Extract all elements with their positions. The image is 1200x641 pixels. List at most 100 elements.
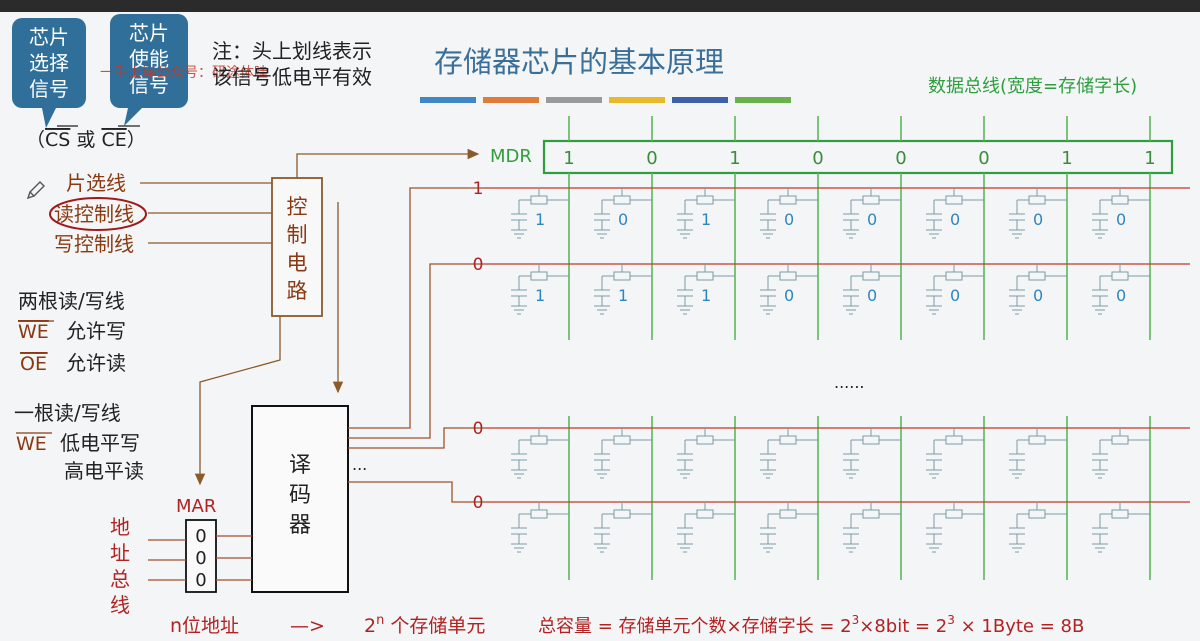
bubble-right-line1: 芯片	[129, 21, 169, 45]
control-circuit-char1: 控	[287, 195, 308, 219]
cell-bit: 1	[618, 286, 628, 305]
two-lines-heading: 两根读/写线	[18, 289, 125, 313]
memory-cell	[760, 502, 818, 553]
address-bus-char3: 总	[110, 567, 130, 591]
memory-cell	[926, 502, 984, 553]
control-circuit-char4: 路	[287, 279, 308, 303]
control-circuit-char2: 制	[287, 223, 308, 247]
decoder-char3: 器	[289, 513, 311, 538]
decoder-char2: 码	[289, 483, 311, 508]
mdr-bit: 1	[1061, 148, 1072, 169]
bubble-right-line2: 使能	[129, 47, 169, 71]
cs-signal: CS	[45, 129, 70, 151]
bubble-right-line3: 信号	[129, 73, 169, 97]
cell-bit: 1	[535, 210, 545, 229]
mar-register	[185, 519, 217, 593]
cell-bit: 0	[1116, 286, 1126, 305]
mar-bit-0: 0	[195, 526, 206, 547]
control-circuit-char3: 电	[287, 251, 308, 275]
we-high-read: 高电平读	[64, 459, 144, 483]
memory-cell: 0	[760, 264, 818, 315]
memory-cell	[1009, 502, 1067, 553]
memory-cell	[843, 502, 901, 553]
mdr-bit: 0	[895, 148, 906, 169]
cell-bit: 0	[950, 286, 960, 305]
word-line-value: 1	[473, 179, 484, 199]
oe-signal-label: OE	[20, 353, 47, 375]
word-line-value: 0	[473, 493, 484, 513]
mdr-bit: 0	[812, 148, 823, 169]
title-bar-segment	[546, 97, 602, 103]
memory-cell: 0	[926, 264, 984, 315]
cell-bit: 1	[535, 286, 545, 305]
chip-select-bubble: 芯片 选择 信号	[12, 18, 86, 128]
we-signal-label: WE	[18, 321, 49, 343]
memory-cell	[677, 502, 735, 553]
memory-cell: 1	[594, 264, 652, 315]
mdr-label: MDR	[490, 146, 532, 167]
decoder-output-dots: ...	[352, 455, 367, 474]
cell-bit: 0	[867, 210, 877, 229]
memory-cell	[511, 502, 569, 553]
memory-cell: 0	[926, 188, 984, 239]
mdr-bit: 1	[563, 148, 574, 169]
word-line-value: 0	[473, 255, 484, 275]
cell-bit: 0	[1033, 210, 1043, 229]
memory-cell	[677, 428, 735, 479]
memory-cell	[926, 428, 984, 479]
address-bus-char2: 址	[110, 541, 130, 565]
memory-cell	[1092, 502, 1150, 553]
memory-cell: 0	[1009, 188, 1067, 239]
one-line-heading: 一根读/写线	[14, 401, 121, 425]
memory-cell: 0	[760, 188, 818, 239]
ce-signal: CE	[101, 129, 126, 151]
memory-cell: 1	[677, 264, 735, 315]
memory-cell: 0	[1009, 264, 1067, 315]
mdr-bit: 1	[729, 148, 740, 169]
read-control-circle	[49, 197, 147, 231]
mar-bit-1: 0	[195, 548, 206, 569]
note-line1: 注：头上划线表示	[212, 39, 372, 63]
cell-bit: 0	[784, 210, 794, 229]
address-bus-char1: 地	[110, 515, 130, 539]
title-color-bar	[420, 97, 791, 103]
cell-bit: 0	[618, 210, 628, 229]
mdr-bit: 0	[646, 148, 657, 169]
memory-cell: 1	[511, 188, 569, 239]
page-title: 存储器芯片的基本原理	[434, 45, 724, 79]
memory-cell	[760, 428, 818, 479]
word-line-value: 0	[473, 419, 484, 439]
memory-cell	[1092, 428, 1150, 479]
bubble-left-line3: 信号	[29, 77, 69, 101]
memory-cell: 0	[843, 188, 901, 239]
memory-cell	[594, 428, 652, 479]
storage-units-count: 2n 个存储单元	[364, 613, 485, 637]
memory-cell	[594, 502, 652, 553]
we-low-write: 低电平写	[60, 431, 140, 455]
top-dark-bar	[0, 0, 1200, 12]
mdr-bit: 0	[978, 148, 989, 169]
cell-bit: 0	[784, 286, 794, 305]
write-control-line-label: 写控制线	[54, 232, 134, 256]
decoder-char1: 译	[289, 453, 311, 478]
chip-enable-bubble: 芯片 使能 信号	[110, 14, 188, 126]
chip-select-line-label: 片选线	[66, 171, 126, 195]
memory-cell	[511, 428, 569, 479]
cs-ce-label: （CS 或 CE）	[26, 129, 146, 151]
control-circuit-box	[271, 177, 323, 317]
memory-cell: 0	[843, 264, 901, 315]
memory-cell: 0	[594, 188, 652, 239]
title-bar-segment	[609, 97, 665, 103]
cell-bit: 0	[1116, 210, 1126, 229]
data-bus-label: 数据总线(宽度=存储字长)	[928, 76, 1137, 97]
we-allow-write: 允许写	[66, 319, 126, 343]
bubble-left-line1: 芯片	[29, 25, 69, 49]
cell-bit: 0	[867, 286, 877, 305]
we-single-label: WE	[16, 433, 47, 455]
memory-cell	[1009, 428, 1067, 479]
n-bit-address: n位地址	[170, 615, 239, 637]
cell-bit: 1	[701, 286, 711, 305]
memory-cell	[843, 428, 901, 479]
